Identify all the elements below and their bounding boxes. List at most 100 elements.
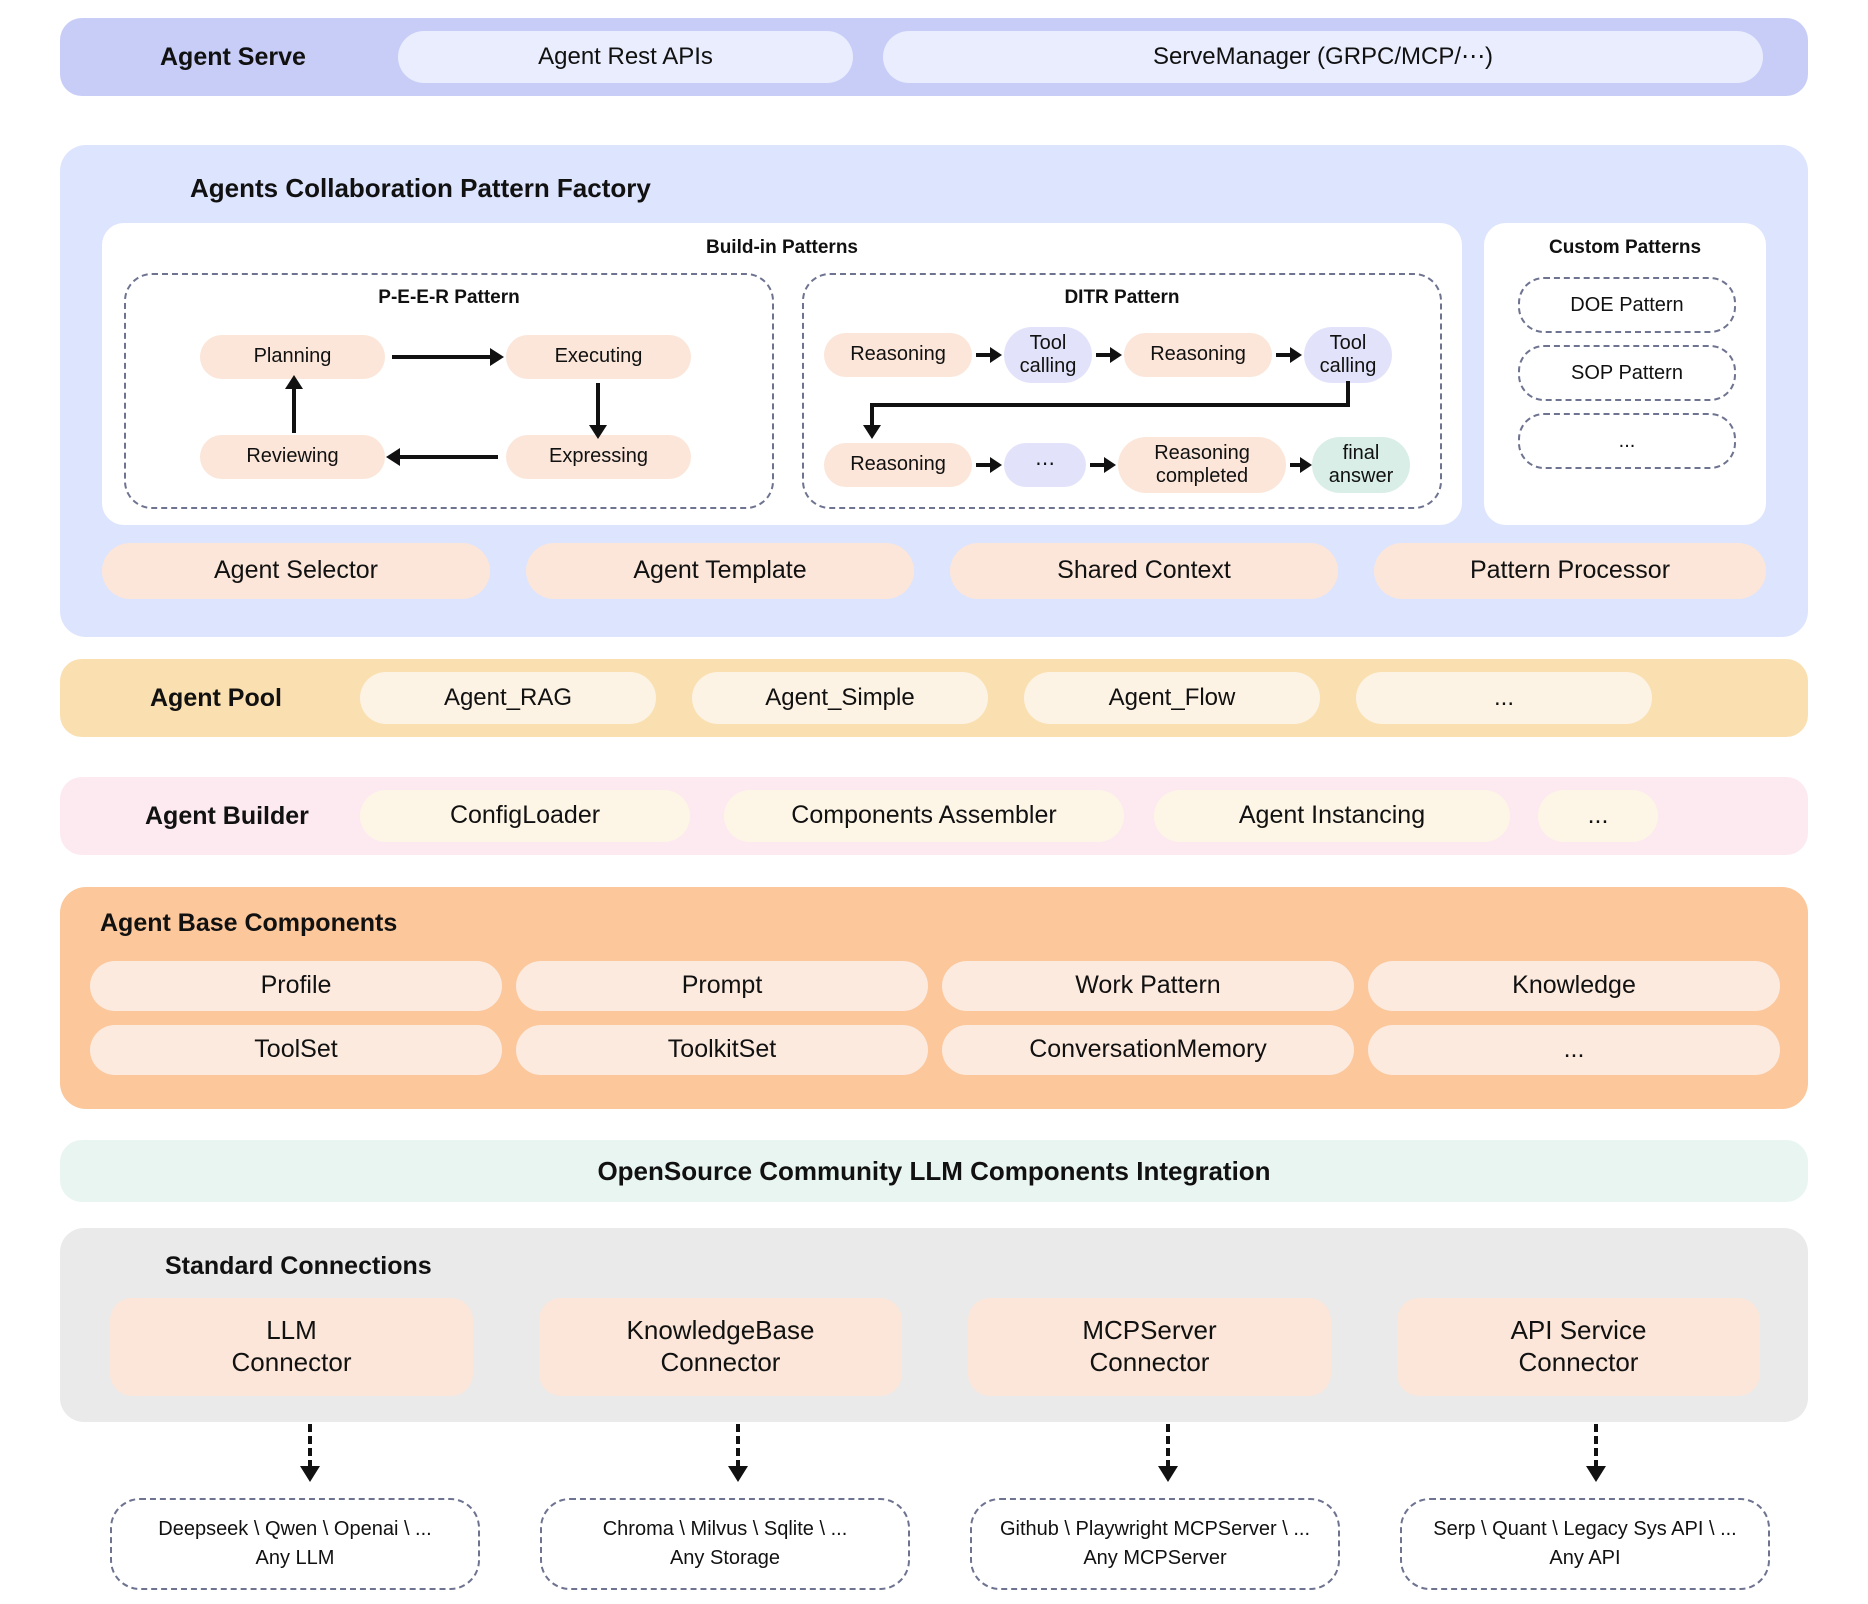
base-item-conv-memory[interactable]: ConversationMemory: [942, 1025, 1354, 1075]
mcpserver-connector-box[interactable]: MCPServer Connector: [968, 1298, 1331, 1396]
knowledgebase-connector-line2: Connector: [660, 1347, 781, 1377]
factory-services-row: Agent Selector Agent Template Shared Con…: [102, 543, 1766, 599]
ditr-r1-tool-calling-1[interactable]: Tool calling: [1004, 327, 1092, 383]
standard-connections-band: Standard Connections LLM Connector Knowl…: [60, 1228, 1808, 1422]
custom-pattern-sop[interactable]: SOP Pattern: [1518, 345, 1736, 401]
agent-serve-band: Agent Serve Agent Rest APIs ServeManager…: [60, 18, 1808, 96]
base-item-profile[interactable]: Profile: [90, 961, 502, 1011]
provider-any-llm-line1: Deepseek \ Qwen \ Openai \ ...: [158, 1518, 432, 1540]
agent-builder-title: Agent Builder: [145, 801, 309, 830]
base-item-toolset[interactable]: ToolSet: [90, 1025, 502, 1075]
agent-pool-item-more[interactable]: ...: [1356, 672, 1652, 724]
pattern-factory-band: Agents Collaboration Pattern Factory Bui…: [60, 145, 1808, 637]
agent-pool-item-simple[interactable]: Agent_Simple: [692, 672, 988, 724]
peer-node-executing[interactable]: Executing: [506, 335, 691, 379]
service-shared-context[interactable]: Shared Context: [950, 543, 1338, 599]
ditr-arrow-r1-2: [1096, 353, 1112, 357]
service-agent-selector[interactable]: Agent Selector: [102, 543, 490, 599]
ditr-r1-reasoning-1[interactable]: Reasoning: [824, 333, 972, 377]
connectors-row: LLM Connector KnowledgeBase Connector MC…: [110, 1298, 1760, 1396]
agent-pool-band: Agent Pool Agent_RAG Agent_Simple Agent_…: [60, 659, 1808, 737]
peer-node-planning[interactable]: Planning: [200, 335, 385, 379]
base-components-row-1: Profile Prompt Work Pattern Knowledge: [90, 961, 1780, 1011]
arrow-mcp-to-providers: [1166, 1424, 1170, 1468]
service-pattern-processor[interactable]: Pattern Processor: [1374, 543, 1766, 599]
ditr-pattern-box: DITR Pattern Reasoning Tool calling Reas…: [802, 273, 1442, 509]
ditr-wrap-arrowhead: [863, 425, 881, 439]
pattern-factory-title: Agents Collaboration Pattern Factory: [190, 173, 651, 203]
builder-item-more[interactable]: ...: [1538, 790, 1658, 842]
peer-arrowhead-reviewing: [386, 448, 400, 466]
arrowhead-llm-to-providers: [300, 1466, 320, 1482]
ditr-arrow-r2-1: [976, 463, 992, 467]
base-item-work-pattern[interactable]: Work Pattern: [942, 961, 1354, 1011]
ditr-arrow-r1-1: [976, 353, 992, 357]
base-item-prompt[interactable]: Prompt: [516, 961, 928, 1011]
knowledgebase-connector-box[interactable]: KnowledgeBase Connector: [539, 1298, 902, 1396]
peer-arrowhead-expressing: [589, 425, 607, 439]
peer-node-expressing[interactable]: Expressing: [506, 435, 691, 479]
ditr-r1-tool-calling-2[interactable]: Tool calling: [1304, 327, 1392, 383]
ditr-pattern-title: DITR Pattern: [1064, 287, 1180, 308]
provider-any-llm-line2: Any LLM: [255, 1547, 335, 1569]
ditr-r1-reasoning-2[interactable]: Reasoning: [1124, 333, 1272, 377]
ditr-wrap-across: [870, 403, 1350, 407]
provider-any-mcpserver[interactable]: Github \ Playwright MCPServer \ ... Any …: [970, 1498, 1340, 1590]
providers-row: Deepseek \ Qwen \ Openai \ ... Any LLM C…: [110, 1498, 1770, 1590]
agent-serve-title: Agent Serve: [160, 42, 306, 71]
agent-pool-item-flow[interactable]: Agent_Flow: [1024, 672, 1320, 724]
llm-connector-box[interactable]: LLM Connector: [110, 1298, 473, 1396]
service-agent-template[interactable]: Agent Template: [526, 543, 914, 599]
provider-any-mcpserver-line2: Any MCPServer: [1083, 1547, 1227, 1569]
provider-any-llm[interactable]: Deepseek \ Qwen \ Openai \ ... Any LLM: [110, 1498, 480, 1590]
peer-arrow-reviewing-to-planning: [292, 385, 296, 433]
peer-arrow-expressing-to-reviewing: [398, 455, 498, 459]
arrowhead-api-to-providers: [1586, 1466, 1606, 1482]
ditr-wrap-down: [1346, 381, 1350, 407]
custom-pattern-doe[interactable]: DOE Pattern: [1518, 277, 1736, 333]
serve-manager-pill[interactable]: ServeManager (GRPC/MCP/⋯): [883, 31, 1763, 83]
ditr-r2-reasoning[interactable]: Reasoning: [824, 443, 972, 487]
agent-rest-apis-pill[interactable]: Agent Rest APIs: [398, 31, 853, 83]
custom-pattern-more[interactable]: ...: [1518, 413, 1736, 469]
ditr-arrowhead-r1-3: [1290, 347, 1302, 363]
api-service-connector-line1: API Service: [1510, 1315, 1647, 1346]
builder-item-configloader[interactable]: ConfigLoader: [360, 790, 690, 842]
api-service-connector-line2: Connector: [1518, 1347, 1639, 1377]
ditr-arrow-r2-3: [1290, 463, 1302, 467]
arrow-api-to-providers: [1594, 1424, 1598, 1468]
arrow-llm-to-providers: [308, 1424, 312, 1468]
api-service-connector-box[interactable]: API Service Connector: [1397, 1298, 1760, 1396]
agent-pool-title: Agent Pool: [150, 683, 282, 712]
ditr-arrowhead-r2-2: [1104, 457, 1116, 473]
base-components-grid: Profile Prompt Work Pattern Knowledge To…: [90, 961, 1780, 1089]
base-item-toolkitset[interactable]: ToolkitSet: [516, 1025, 928, 1075]
agent-pool-item-rag[interactable]: Agent_RAG: [360, 672, 656, 724]
opensource-integration-band: OpenSource Community LLM Components Inte…: [60, 1140, 1808, 1202]
builder-item-instancing[interactable]: Agent Instancing: [1154, 790, 1510, 842]
peer-pattern-title: P-E-E-R Pattern: [378, 287, 520, 308]
arrow-kb-to-providers: [736, 1424, 740, 1468]
peer-node-reviewing[interactable]: Reviewing: [200, 435, 385, 479]
peer-arrowhead-executing: [490, 348, 504, 366]
ditr-r2-reasoning-completed[interactable]: Reasoning completed: [1118, 437, 1286, 493]
standard-connections-title: Standard Connections: [165, 1252, 432, 1280]
custom-patterns-title: Custom Patterns: [1548, 237, 1702, 258]
base-components-title: Agent Base Components: [100, 909, 398, 937]
ditr-arrowhead-r1-1: [990, 347, 1002, 363]
base-item-more[interactable]: ...: [1368, 1025, 1780, 1075]
peer-arrowhead-planning: [285, 375, 303, 389]
provider-any-storage-line2: Any Storage: [669, 1547, 781, 1569]
ditr-r2-ellipsis[interactable]: ⋯: [1004, 443, 1086, 487]
base-item-knowledge[interactable]: Knowledge: [1368, 961, 1780, 1011]
provider-any-api-line1: Serp \ Quant \ Legacy Sys API \ ...: [1433, 1518, 1737, 1540]
llm-connector-line1: LLM: [266, 1315, 317, 1346]
provider-any-storage[interactable]: Chroma \ Milvus \ Sqlite \ ... Any Stora…: [540, 1498, 910, 1590]
custom-patterns-card: Custom Patterns DOE Pattern SOP Pattern …: [1484, 223, 1766, 525]
provider-any-api[interactable]: Serp \ Quant \ Legacy Sys API \ ... Any …: [1400, 1498, 1770, 1590]
ditr-r2-final-answer[interactable]: final answer: [1312, 437, 1410, 493]
builder-item-assembler[interactable]: Components Assembler: [724, 790, 1124, 842]
peer-arrow-planning-to-executing: [392, 355, 492, 359]
provider-any-api-line2: Any API: [1549, 1547, 1621, 1569]
